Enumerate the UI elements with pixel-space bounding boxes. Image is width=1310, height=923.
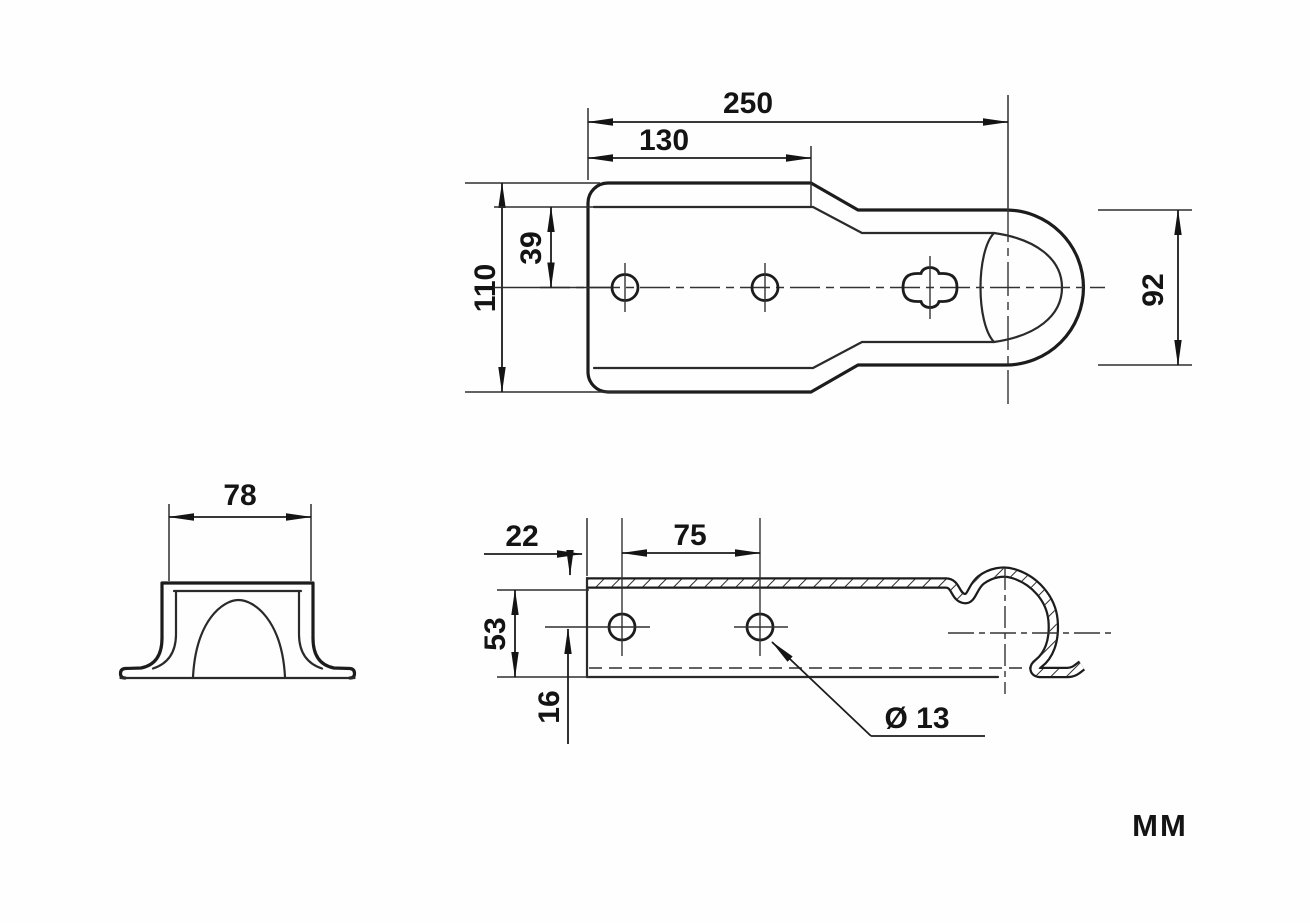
dimension-130: 130 <box>587 124 812 206</box>
top-view: 250 130 110 39 92 <box>465 87 1192 406</box>
front-view-left-foot <box>118 636 164 680</box>
dim-text-92: 92 <box>1137 273 1170 306</box>
dim-text-dia13: Ø 13 <box>884 702 949 735</box>
dim-text-78: 78 <box>223 479 256 512</box>
dimension-92: 92 <box>1098 209 1192 366</box>
leader-line-dia13 <box>771 641 872 737</box>
top-view-outer-contour <box>586 181 1086 394</box>
band-outline <box>587 566 1086 679</box>
dimension-250: 250 <box>587 87 1009 180</box>
side-view-sectioned-band <box>587 566 1086 679</box>
dim-text-130: 130 <box>639 124 689 157</box>
dimension-53: 53 <box>479 589 589 678</box>
dim-text-39: 39 <box>515 231 548 264</box>
dimension-78: 78 <box>168 479 312 581</box>
dimension-22: 22 <box>484 518 588 576</box>
units-label: ММ <box>1132 808 1188 843</box>
front-view-left-inner-wall <box>151 589 178 670</box>
dimension-16: 16 <box>533 626 650 744</box>
dimension-75: 75 <box>621 519 761 557</box>
front-view-right-foot <box>311 636 357 680</box>
dim-text-75: 75 <box>673 519 706 552</box>
dim-text-22: 22 <box>505 520 538 553</box>
dim-text-16: 16 <box>533 690 566 723</box>
dimension-39: 39 <box>494 206 612 289</box>
side-view: 22 75 53 16 Ø 13 <box>479 518 1115 744</box>
top-view-fold-line-upper <box>592 205 996 235</box>
dim-text-53: 53 <box>479 617 512 650</box>
band-hatching <box>587 568 1084 676</box>
top-view-fold-line-lower <box>592 340 996 370</box>
front-view-top-and-walls <box>160 581 315 640</box>
front-view: 78 <box>118 479 357 680</box>
top-view-shaped-slot <box>901 266 959 309</box>
dimension-dia-13: Ø 13 <box>771 641 985 737</box>
front-view-arch <box>191 598 287 679</box>
dim-text-250: 250 <box>723 87 773 120</box>
front-view-right-inner-wall <box>297 589 324 670</box>
